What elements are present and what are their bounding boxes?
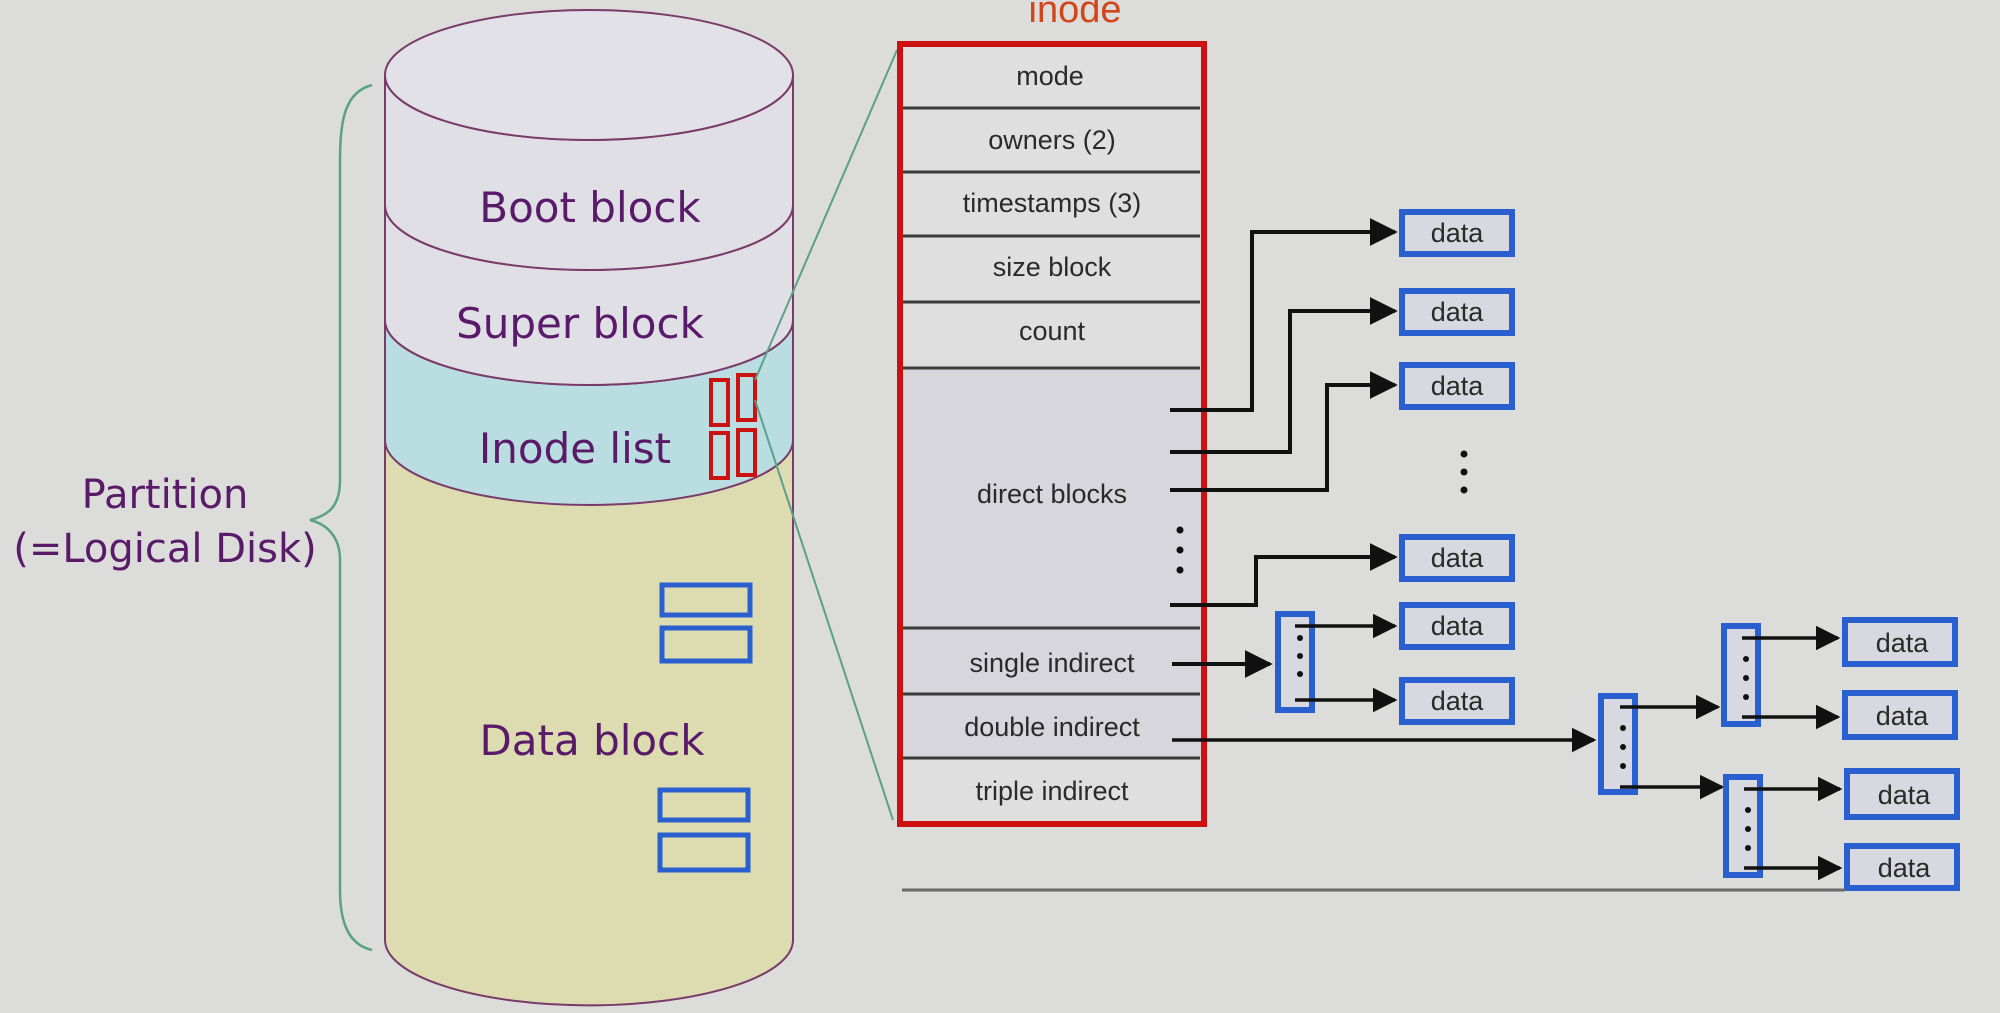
data-block-label: data [1431,686,1485,716]
partition-label-line1: Partition [82,472,249,518]
disk-label-super-block: Super block [456,299,705,348]
inode-title: inode [1029,0,1122,31]
direct-pointers [1170,218,1398,607]
data-block-label: data [1878,780,1932,810]
partition-brace [309,83,373,952]
double-indirect-chain [1172,617,1960,891]
zoom-line-top [754,49,898,381]
direct-blocks-ellipsis [1176,526,1184,574]
inode-field-mode: mode [1016,61,1084,91]
direct-data-blocks [1399,209,1515,582]
data-block-label: data [1876,628,1930,658]
disk-cylinder [384,9,794,1007]
data-block-label: data [1876,701,1930,731]
data-block-label: data [1431,371,1485,401]
inode-field-owners: owners (2) [988,125,1116,155]
single-indirect-chain [1172,602,1515,725]
data-block-label: data [1431,543,1485,573]
disk-label-data-block: Data block [479,716,705,765]
data-block-label: data [1878,853,1932,883]
disk-section-data-block [384,439,794,1007]
inode-table [897,41,1207,827]
inode-list-entries [709,373,757,480]
partition-label-line2: (=Logical Disk) [13,526,317,572]
inode-field-size-block: size block [993,252,1112,282]
disk-top [384,9,794,141]
inode-field-direct-blocks: direct blocks [977,479,1127,509]
inode-field-timestamps: timestamps (3) [963,188,1142,218]
inode-field-double-indirect: double indirect [964,712,1140,742]
inode-field-single-indirect: single indirect [969,648,1135,678]
zoom-line-bottom [754,399,894,821]
disk-label-boot-block: Boot block [479,183,701,232]
disk-label-inode-list: Inode list [479,424,671,473]
data-block-entries [657,582,753,873]
inode-field-count: count [1019,316,1086,346]
data-blocks-ellipsis [1460,450,1468,494]
data-block-label: data [1431,218,1485,248]
inode-field-triple-indirect: triple indirect [975,776,1129,806]
data-block-label: data [1431,297,1485,327]
data-block-label: data [1431,611,1485,641]
